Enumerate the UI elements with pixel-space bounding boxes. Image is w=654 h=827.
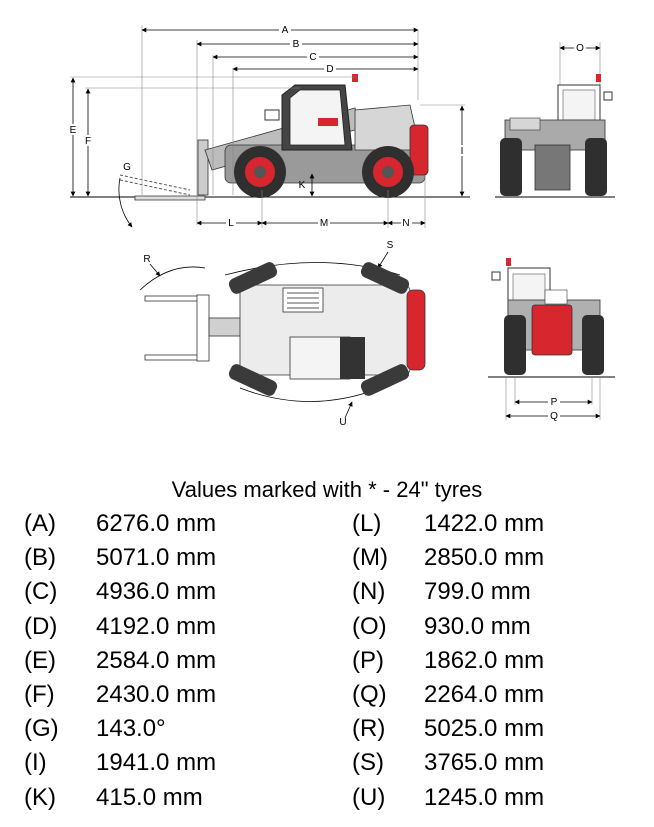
dim-label-i: I bbox=[461, 146, 464, 157]
spec-value: 5025.0 mm bbox=[424, 715, 545, 743]
spec-value: 1422.0 mm bbox=[424, 510, 545, 538]
spec-letter: (M) bbox=[352, 544, 388, 572]
spec-value: 1245.0 mm bbox=[424, 783, 545, 811]
spec-list-right: (L) 1422.0 mm (M) 2850.0 mm (N) 799.0 mm (O… bbox=[352, 507, 544, 815]
spec-row: (N) 799.0 mm bbox=[352, 575, 544, 609]
dim-label-q: Q bbox=[550, 411, 558, 422]
spec-row: (I) 1941.0 mm bbox=[24, 746, 216, 780]
spec-list-left: (A) 6276.0 mm (B) 5071.0 mm (C) 4936.0 mm (… bbox=[24, 507, 216, 815]
dim-label-p: P bbox=[551, 397, 558, 408]
dim-label-m: M bbox=[320, 218, 328, 229]
dim-label-l: L bbox=[228, 218, 234, 229]
spec-value: 4936.0 mm bbox=[96, 578, 217, 606]
spec-letter: (B) bbox=[24, 544, 56, 572]
spec-value: 930.0 mm bbox=[424, 612, 531, 640]
spec-value: 4192.0 mm bbox=[96, 612, 217, 640]
spec-value: 5071.0 mm bbox=[96, 544, 217, 572]
spec-letter: (Q) bbox=[352, 681, 387, 709]
top-view: R S U bbox=[139, 240, 426, 428]
dim-label-a: A bbox=[282, 25, 289, 36]
spec-value: 2430.0 mm bbox=[96, 681, 217, 709]
dim-label-o: O bbox=[576, 43, 584, 54]
spec-row: (B) 5071.0 mm bbox=[24, 541, 216, 575]
dim-label-f: F bbox=[85, 136, 91, 147]
spec-letter: (C) bbox=[24, 578, 58, 606]
dim-label-g: G bbox=[123, 162, 131, 173]
spec-letter: (D) bbox=[24, 612, 58, 640]
spec-letter: (L) bbox=[352, 510, 382, 538]
spec-value: 1941.0 mm bbox=[96, 749, 217, 777]
dim-label-c: C bbox=[309, 52, 316, 63]
spec-value: 2264.0 mm bbox=[424, 681, 545, 709]
spec-row: (R) 5025.0 mm bbox=[352, 712, 544, 746]
spec-letter: (P) bbox=[352, 646, 384, 674]
spec-letter: (U) bbox=[352, 783, 386, 811]
dim-label-u: U bbox=[339, 417, 346, 428]
dim-label-d: D bbox=[326, 64, 333, 75]
spec-value: 2584.0 mm bbox=[96, 646, 217, 674]
side-view: A B C D E F G I K L bbox=[67, 24, 470, 229]
spec-letter: (A) bbox=[24, 510, 56, 538]
spec-row: (C) 4936.0 mm bbox=[24, 575, 216, 609]
spec-value: 143.0° bbox=[96, 715, 166, 743]
spec-value: 799.0 mm bbox=[424, 578, 531, 606]
spec-row: (P) 1862.0 mm bbox=[352, 644, 544, 678]
dim-label-s: S bbox=[387, 240, 394, 251]
dim-label-e: E bbox=[70, 125, 77, 136]
spec-row: (U) 1245.0 mm bbox=[352, 781, 544, 815]
spec-letter: (G) bbox=[24, 715, 59, 743]
spec-value: 6276.0 mm bbox=[96, 510, 217, 538]
spec-row: (D) 4192.0 mm bbox=[24, 610, 216, 644]
spec-letter: (S) bbox=[352, 749, 384, 777]
dim-label-k: K bbox=[299, 180, 306, 191]
spec-row: (L) 1422.0 mm bbox=[352, 507, 544, 541]
spec-letter: (N) bbox=[352, 578, 386, 606]
spec-row: (S) 3765.0 mm bbox=[352, 746, 544, 780]
spec-row: (O) 930.0 mm bbox=[352, 610, 544, 644]
spec-letter: (O) bbox=[352, 612, 387, 640]
spec-letter: (I) bbox=[24, 749, 47, 777]
spec-value: 3765.0 mm bbox=[424, 749, 545, 777]
spec-value: 1862.0 mm bbox=[424, 646, 545, 674]
spec-letter: (K) bbox=[24, 783, 56, 811]
dim-label-n: N bbox=[402, 218, 409, 229]
spec-value: 2850.0 mm bbox=[424, 544, 545, 572]
spec-letter: (E) bbox=[24, 646, 56, 674]
telehandler-dimension-drawing: A B C D E F G I K L bbox=[67, 24, 615, 428]
spec-row: (A) 6276.0 mm bbox=[24, 507, 216, 541]
spec-letter: (R) bbox=[352, 715, 386, 743]
spec-row: (Q) 2264.0 mm bbox=[352, 678, 544, 712]
spec-value: 415.0 mm bbox=[96, 783, 203, 811]
spec-row: (G) 143.0° bbox=[24, 712, 216, 746]
spec-row: (M) 2850.0 mm bbox=[352, 541, 544, 575]
spec-row: (F) 2430.0 mm bbox=[24, 678, 216, 712]
dim-label-b: B bbox=[293, 39, 300, 50]
spec-row: (E) 2584.0 mm bbox=[24, 644, 216, 678]
spec-letter: (F) bbox=[24, 681, 55, 709]
front-view: O bbox=[495, 42, 615, 198]
spec-row: (K) 415.0 mm bbox=[24, 781, 216, 815]
dim-label-r: R bbox=[143, 254, 150, 265]
rear-view: P Q bbox=[488, 258, 615, 422]
tyre-note: Values marked with * - 24" tyres bbox=[171, 477, 483, 502]
